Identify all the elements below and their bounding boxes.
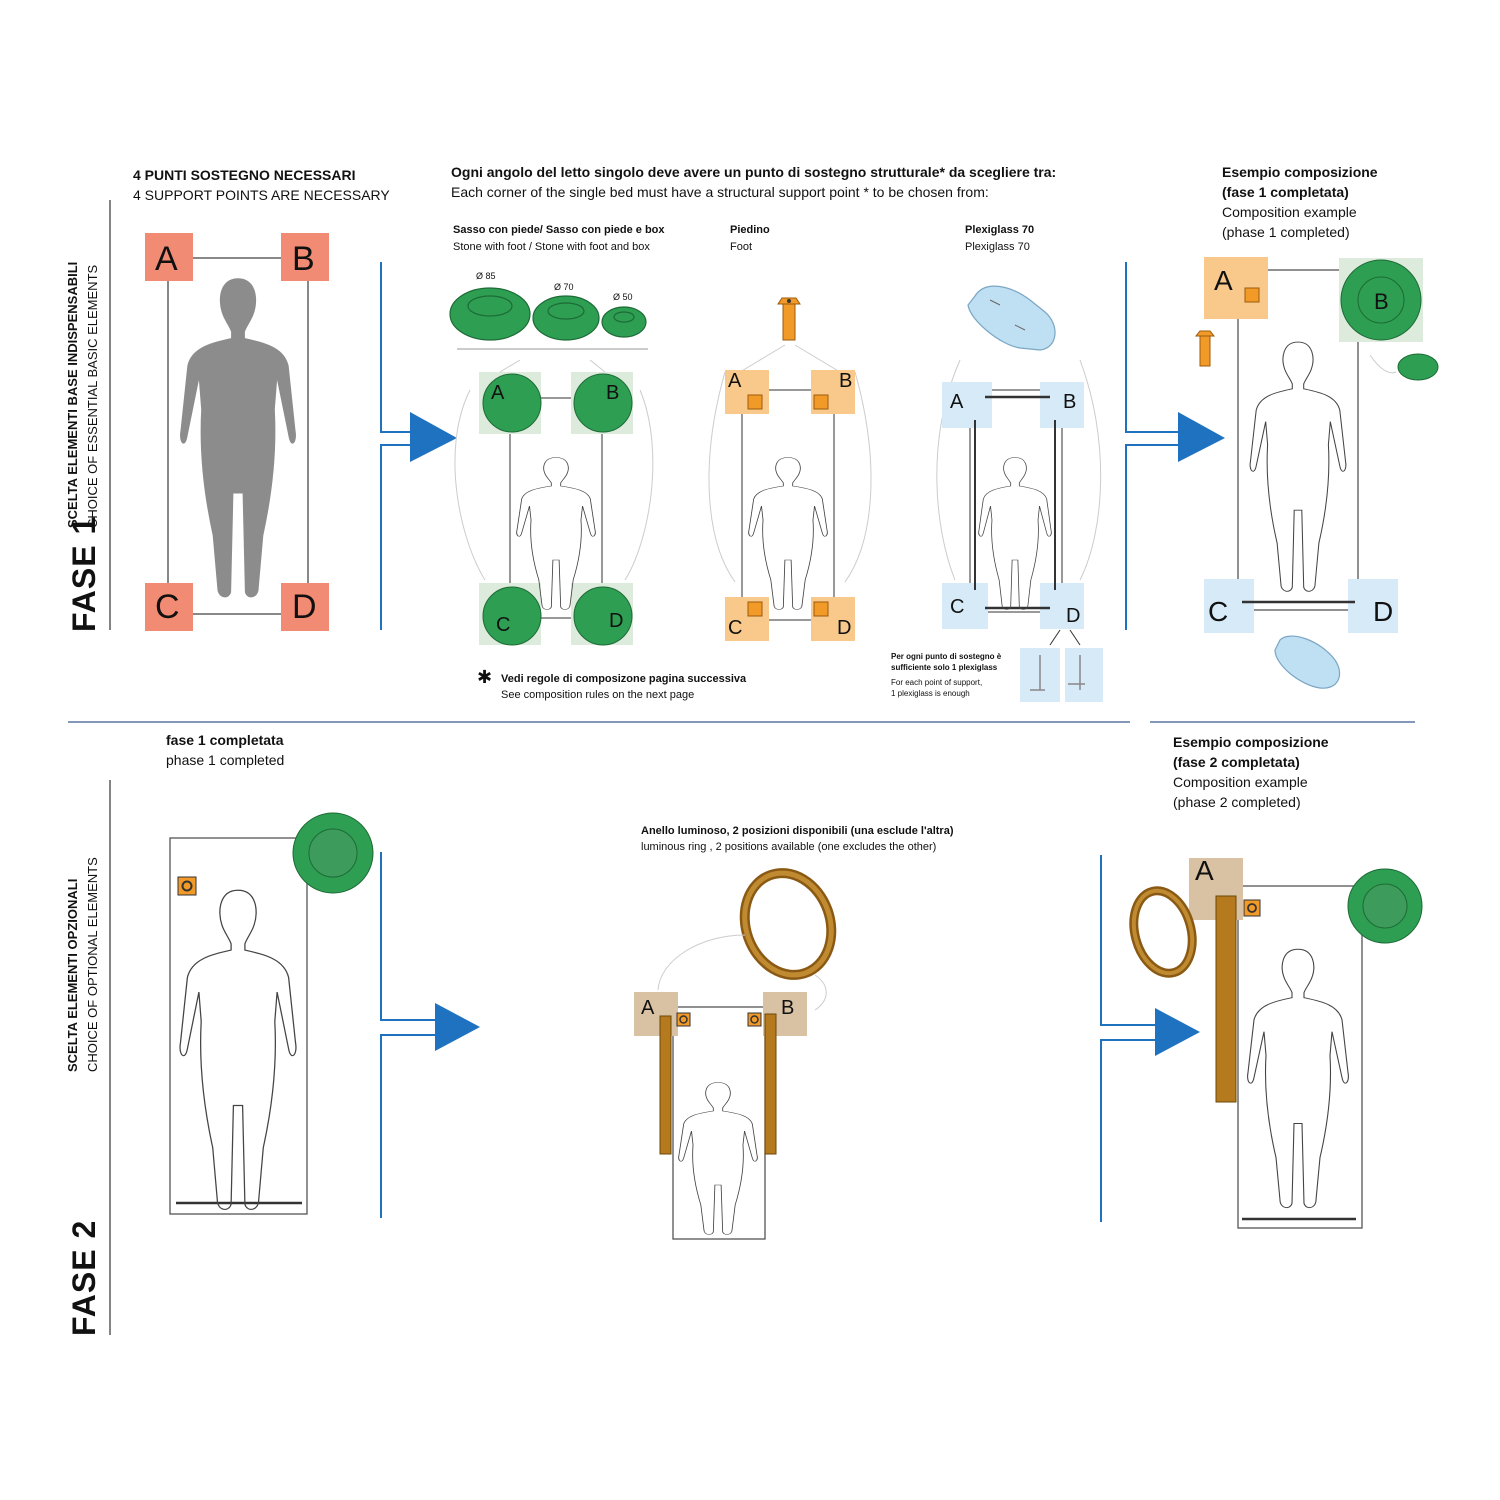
phase2-side-title: SCELTA ELEMENTI OPZIONALI xyxy=(65,878,80,1072)
example-phase1 xyxy=(1194,257,1439,689)
corner-label-d: D xyxy=(292,588,317,626)
plexiglass-detail xyxy=(1020,629,1103,702)
plexi-note-4: 1 plexiglass is enough xyxy=(891,689,970,698)
ring-subtitle: luminous ring , 2 positions available (o… xyxy=(641,841,937,853)
gray-human-figure xyxy=(180,278,296,598)
luminous-ring-icon xyxy=(657,868,837,1011)
example2-sub-1: Composition example xyxy=(1173,774,1308,790)
ring-label-a: A xyxy=(641,997,655,1019)
option-stone-title: Sasso con piede/ Sasso con piede e box xyxy=(453,224,665,236)
ring-title: Anello luminoso, 2 posizioni disponibili… xyxy=(641,825,954,837)
support-points-bed xyxy=(145,233,329,631)
example2-title-1: Esempio composizione xyxy=(1173,734,1329,750)
foot-label-b: B xyxy=(839,370,853,392)
arrow-4 xyxy=(1100,855,1200,1222)
corner-a-box xyxy=(145,233,193,281)
plexiglass-bed xyxy=(936,359,1102,629)
support-subtitle: 4 SUPPORT POINTS ARE NECESSARY xyxy=(133,187,390,203)
phase2-start-title: fase 1 completata xyxy=(166,732,284,748)
option-plexi-subtitle: Plexiglass 70 xyxy=(965,241,1030,253)
example2-sub-2: (phase 2 completed) xyxy=(1173,794,1301,810)
stone-icons xyxy=(449,287,648,350)
plexi-label-a: A xyxy=(950,391,964,413)
phase2-label: FASE 2 xyxy=(66,1219,102,1336)
example-phase2 xyxy=(1129,858,1423,1229)
example1-label-b: B xyxy=(1374,289,1389,314)
example2-label-a: A xyxy=(1195,855,1214,886)
phase1-side-subtitle: CHOICE OF ESSENTIAL BASIC ELEMENTS xyxy=(85,264,100,528)
note-title: Vedi regole di composizone pagina succes… xyxy=(501,673,747,685)
arrow-2 xyxy=(1125,262,1225,630)
example1-title-2: (fase 1 completata) xyxy=(1222,184,1349,200)
option-stone-subtitle: Stone with foot / Stone with foot and bo… xyxy=(453,241,650,253)
stone-label-d: D xyxy=(609,610,624,632)
foot-label-d: D xyxy=(837,617,852,639)
plexi-label-b: B xyxy=(1063,391,1077,413)
plexi-label-c: C xyxy=(950,596,965,618)
main-subtitle: Each corner of the single bed must have … xyxy=(451,184,989,200)
corner-label-c: C xyxy=(155,588,180,626)
corner-b-box xyxy=(281,233,329,281)
example1-sub-2: (phase 1 completed) xyxy=(1222,224,1350,240)
example2-title-2: (fase 2 completata) xyxy=(1173,754,1300,770)
phase1-side-title: SCELTA ELEMENTI BASE INDISPENSABILI xyxy=(65,261,80,528)
phase1-label: FASE 1 xyxy=(66,515,102,632)
example1-label-d: D xyxy=(1373,596,1394,627)
stone-bed xyxy=(454,359,654,646)
example1-title-1: Esempio composizione xyxy=(1222,164,1378,180)
note-star-icon: ✱ xyxy=(477,667,493,687)
plexi-note-1: Per ogni punto di sostegno è xyxy=(891,652,1002,661)
corner-label-b: B xyxy=(292,240,315,278)
foot-icon xyxy=(777,297,801,341)
stone-label-b: B xyxy=(606,382,620,404)
ring-label-b: B xyxy=(781,997,795,1019)
plexi-note-3: For each point of support, xyxy=(891,678,983,687)
option-foot-subtitle: Foot xyxy=(730,241,753,253)
example1-sub-1: Composition example xyxy=(1222,204,1357,220)
foot-label-a: A xyxy=(728,370,742,392)
arrow-1 xyxy=(380,262,457,630)
diameter-50: Ø 50 xyxy=(613,292,633,302)
diameter-85: Ø 85 xyxy=(476,271,496,281)
corner-c-box xyxy=(145,583,193,631)
stone-label-a: A xyxy=(491,382,505,404)
plexi-label-d: D xyxy=(1066,605,1081,627)
diameter-70: Ø 70 xyxy=(554,282,574,292)
ring-bed xyxy=(634,992,807,1240)
phase1-completed-bed xyxy=(169,812,374,1215)
note-subtitle: See composition rules on the next page xyxy=(501,689,695,701)
phase2-side-subtitle: CHOICE OF OPTIONAL ELEMENTS xyxy=(85,857,100,1072)
arrow-3 xyxy=(380,852,480,1218)
corner-label-a: A xyxy=(155,240,178,278)
plexi-note-2: sufficiente solo 1 plexiglass xyxy=(891,663,998,672)
support-title: 4 PUNTI SOSTEGNO NECESSARI xyxy=(133,167,356,183)
example1-label-c: C xyxy=(1208,596,1229,627)
option-plexi-title: Plexiglass 70 xyxy=(965,224,1035,236)
stone-label-c: C xyxy=(496,614,511,636)
corner-d-box xyxy=(281,583,329,631)
plexiglass-icon xyxy=(967,285,1056,351)
phase2-start-subtitle: phase 1 completed xyxy=(166,752,285,768)
option-foot-title: Piedino xyxy=(730,224,770,236)
foot-label-c: C xyxy=(728,617,743,639)
example1-label-a: A xyxy=(1214,265,1233,296)
foot-bed xyxy=(708,344,872,641)
main-title: Ogni angolo del letto singolo deve avere… xyxy=(451,164,1057,180)
